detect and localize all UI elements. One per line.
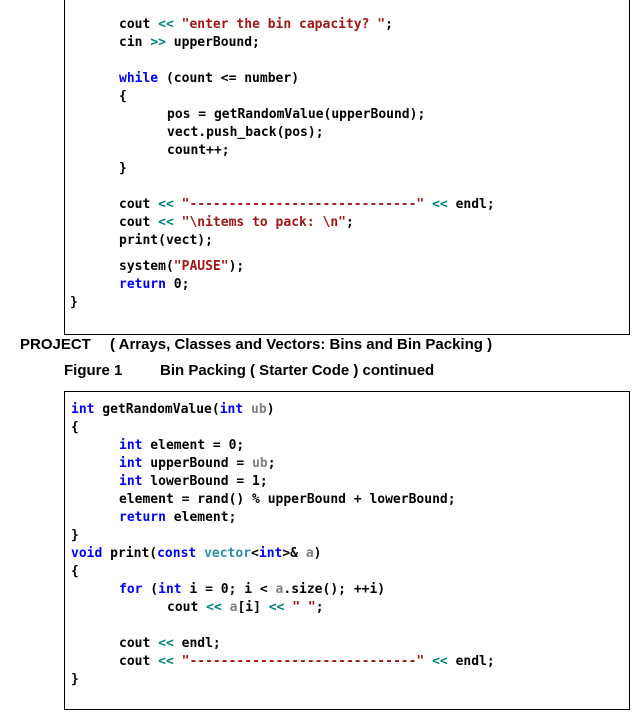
code-line-return-element: return element;	[119, 510, 237, 525]
code-line-cout-ai: cout << a[i] << " ";	[167, 600, 324, 615]
code-line-func-open: {	[71, 420, 79, 435]
code-block-main	[64, 0, 630, 335]
code-line-cout-dashes: cout << "-----------------------------" …	[119, 197, 495, 212]
code-line-func-close: }	[71, 528, 79, 543]
code-line-cout-endl: cout << endl;	[119, 636, 221, 651]
code-line-return: return 0;	[119, 277, 190, 292]
code-line: cout << "enter the bin capacity? ";	[119, 16, 393, 34]
figure-label: Figure 1	[64, 362, 123, 379]
project-title: ( Arrays, Classes and Vectors: Bins and …	[110, 336, 493, 353]
code-line-print: print(vect);	[119, 233, 213, 248]
code-line-count: count++;	[167, 143, 230, 158]
code-line-cout-dashes-2: cout << "-----------------------------" …	[119, 654, 495, 669]
code-line-print-close: }	[71, 672, 79, 687]
code-block-functions	[64, 391, 630, 710]
code-line-main-close: }	[70, 295, 78, 310]
code-line-cin: cin >> upperBound;	[119, 35, 260, 50]
code-line-print-sig: void print(const vector<int>& a)	[71, 546, 322, 561]
code-line-func-sig: int getRandomValue(int ub)	[71, 402, 275, 417]
code-line-for: for (int i = 0; i < a.size(); ++i)	[119, 582, 386, 597]
code-line-lowerbound: int lowerBound = 1;	[119, 474, 268, 489]
code-line-system: system("PAUSE");	[119, 259, 245, 274]
figure-caption: Bin Packing ( Starter Code ) continued	[160, 362, 435, 379]
code-line-cout-prompt: cout << "enter the bin capacity? ";	[119, 17, 393, 32]
code-line-print-open: {	[71, 564, 79, 579]
code-line-cout-items: cout << "\nitems to pack: \n";	[119, 215, 354, 230]
code-line-close-brace: }	[119, 161, 127, 176]
code-line-element: int element = 0;	[119, 438, 245, 453]
code-line-push-back: vect.push_back(pos);	[167, 125, 324, 140]
code-line-open-brace: {	[119, 89, 127, 104]
code-line-pos: pos = getRandomValue(upperBound);	[167, 107, 426, 122]
code-line-rand: element = rand() % upperBound + lowerBou…	[119, 492, 456, 507]
code-line-upperbound: int upperBound = ub;	[119, 456, 276, 471]
code-line-while: while (count <= number)	[119, 71, 300, 86]
project-label: PROJECT	[20, 336, 91, 353]
